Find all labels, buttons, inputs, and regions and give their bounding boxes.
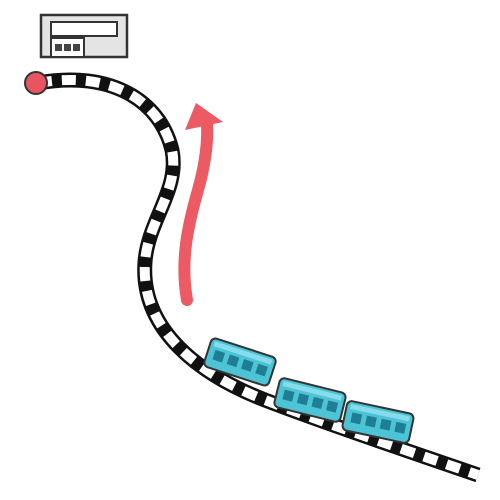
train-car-2 bbox=[273, 377, 347, 423]
train-car-3 bbox=[341, 400, 415, 444]
train-car-1 bbox=[203, 337, 277, 387]
train-icon bbox=[203, 337, 415, 444]
direction-arrow-up bbox=[178, 103, 223, 306]
track-end-marker bbox=[24, 71, 48, 95]
station-building-icon bbox=[39, 13, 129, 59]
